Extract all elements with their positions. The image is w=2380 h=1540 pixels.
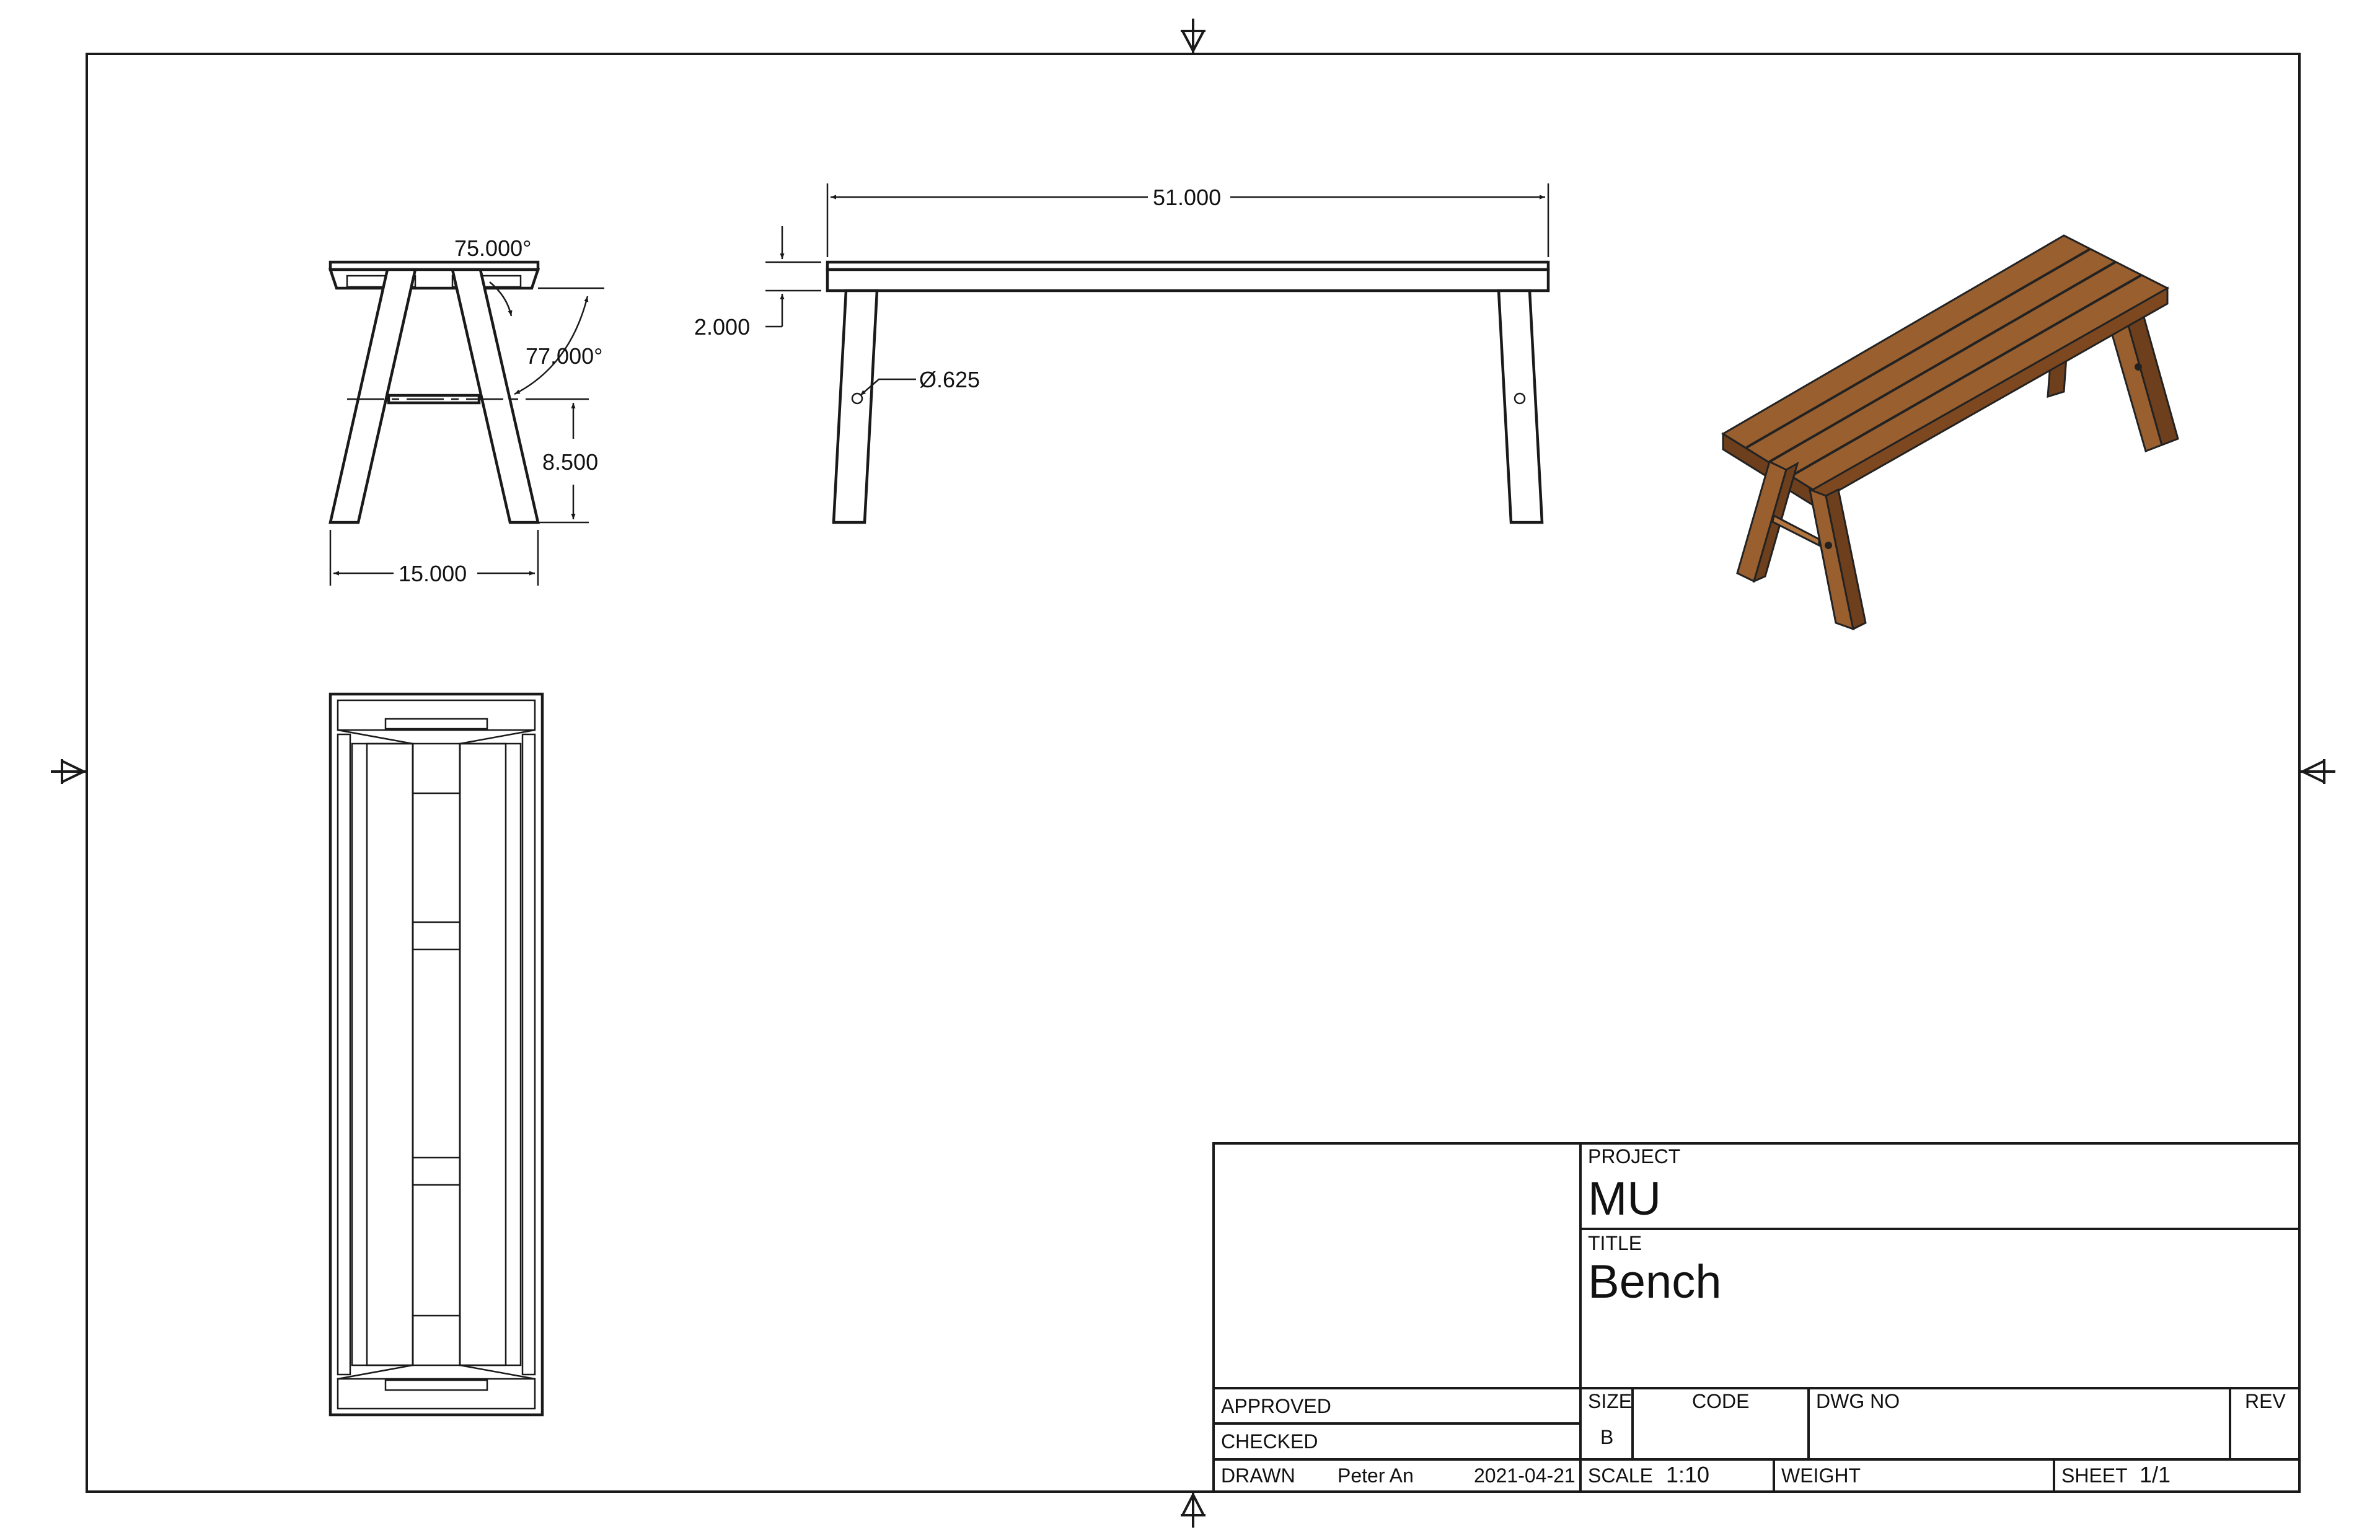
dim-angle-77: 77.000°	[526, 343, 603, 369]
center-mark-top	[1181, 19, 1205, 54]
rev-label: REV	[2245, 1390, 2286, 1412]
front-view: Ø.625 51.000 2.000	[694, 183, 1550, 524]
drawn-by: Peter An	[1338, 1464, 1414, 1487]
drawn-date: 2021-04-21	[1474, 1464, 1576, 1487]
top-view-outline	[328, 692, 544, 1417]
dim-hole-diameter: Ø.625	[919, 367, 980, 392]
code-label: CODE	[1692, 1390, 1749, 1412]
side-view-right-leg	[451, 268, 540, 524]
dwg-no-label: DWG NO	[1816, 1390, 1900, 1412]
dim-side-width: 15.000	[399, 561, 467, 586]
title-value: Bench	[1588, 1256, 1722, 1308]
size-value: B	[1600, 1426, 1613, 1448]
top-view	[328, 692, 544, 1417]
checked-label: CHECKED	[1221, 1430, 1318, 1453]
project-value: MU	[1588, 1173, 1661, 1225]
approved-label: APPROVED	[1221, 1395, 1331, 1417]
front-view-right-leg	[1497, 289, 1544, 524]
side-view-apron	[328, 268, 540, 290]
weight-label: WEIGHT	[1781, 1464, 1861, 1487]
center-mark-bottom	[1181, 1492, 1205, 1528]
side-view-left-leg	[328, 268, 417, 524]
front-view-hole-right	[1514, 392, 1526, 405]
title-block: PROJECT MU TITLE Bench APPROVED CHECKED …	[1212, 1142, 2301, 1493]
top-view-center-beam	[412, 742, 461, 1366]
dim-top-thickness: 2.000	[694, 314, 750, 340]
dim-angle-75: 75.000°	[454, 235, 532, 261]
center-mark-right	[2299, 759, 2335, 784]
scale-value: 1:10	[1666, 1462, 1709, 1487]
drawn-label: DRAWN	[1221, 1464, 1295, 1487]
size-label: SIZE	[1588, 1390, 1632, 1412]
top-view-end-bottom	[337, 1378, 536, 1410]
dim-front-length: 51.000	[1153, 185, 1221, 210]
side-view: 75.000° 77.000° 8.500 15.000	[328, 235, 604, 586]
sheet-value: 1/1	[2140, 1462, 2171, 1487]
center-mark-left	[51, 759, 87, 784]
top-view-end-top	[337, 699, 536, 731]
front-view-apron	[826, 268, 1550, 293]
project-label: PROJECT	[1588, 1145, 1680, 1168]
title-label: TITLE	[1588, 1232, 1642, 1254]
sheet-label: SHEET	[2061, 1464, 2128, 1487]
dim-stretcher-height: 8.500	[542, 449, 598, 475]
iso-stretcher	[1771, 514, 1820, 547]
isometric-view	[1721, 234, 2179, 631]
front-view-left-leg	[832, 289, 879, 524]
scale-label: SCALE	[1588, 1464, 1653, 1487]
front-view-hole-left	[851, 392, 863, 405]
